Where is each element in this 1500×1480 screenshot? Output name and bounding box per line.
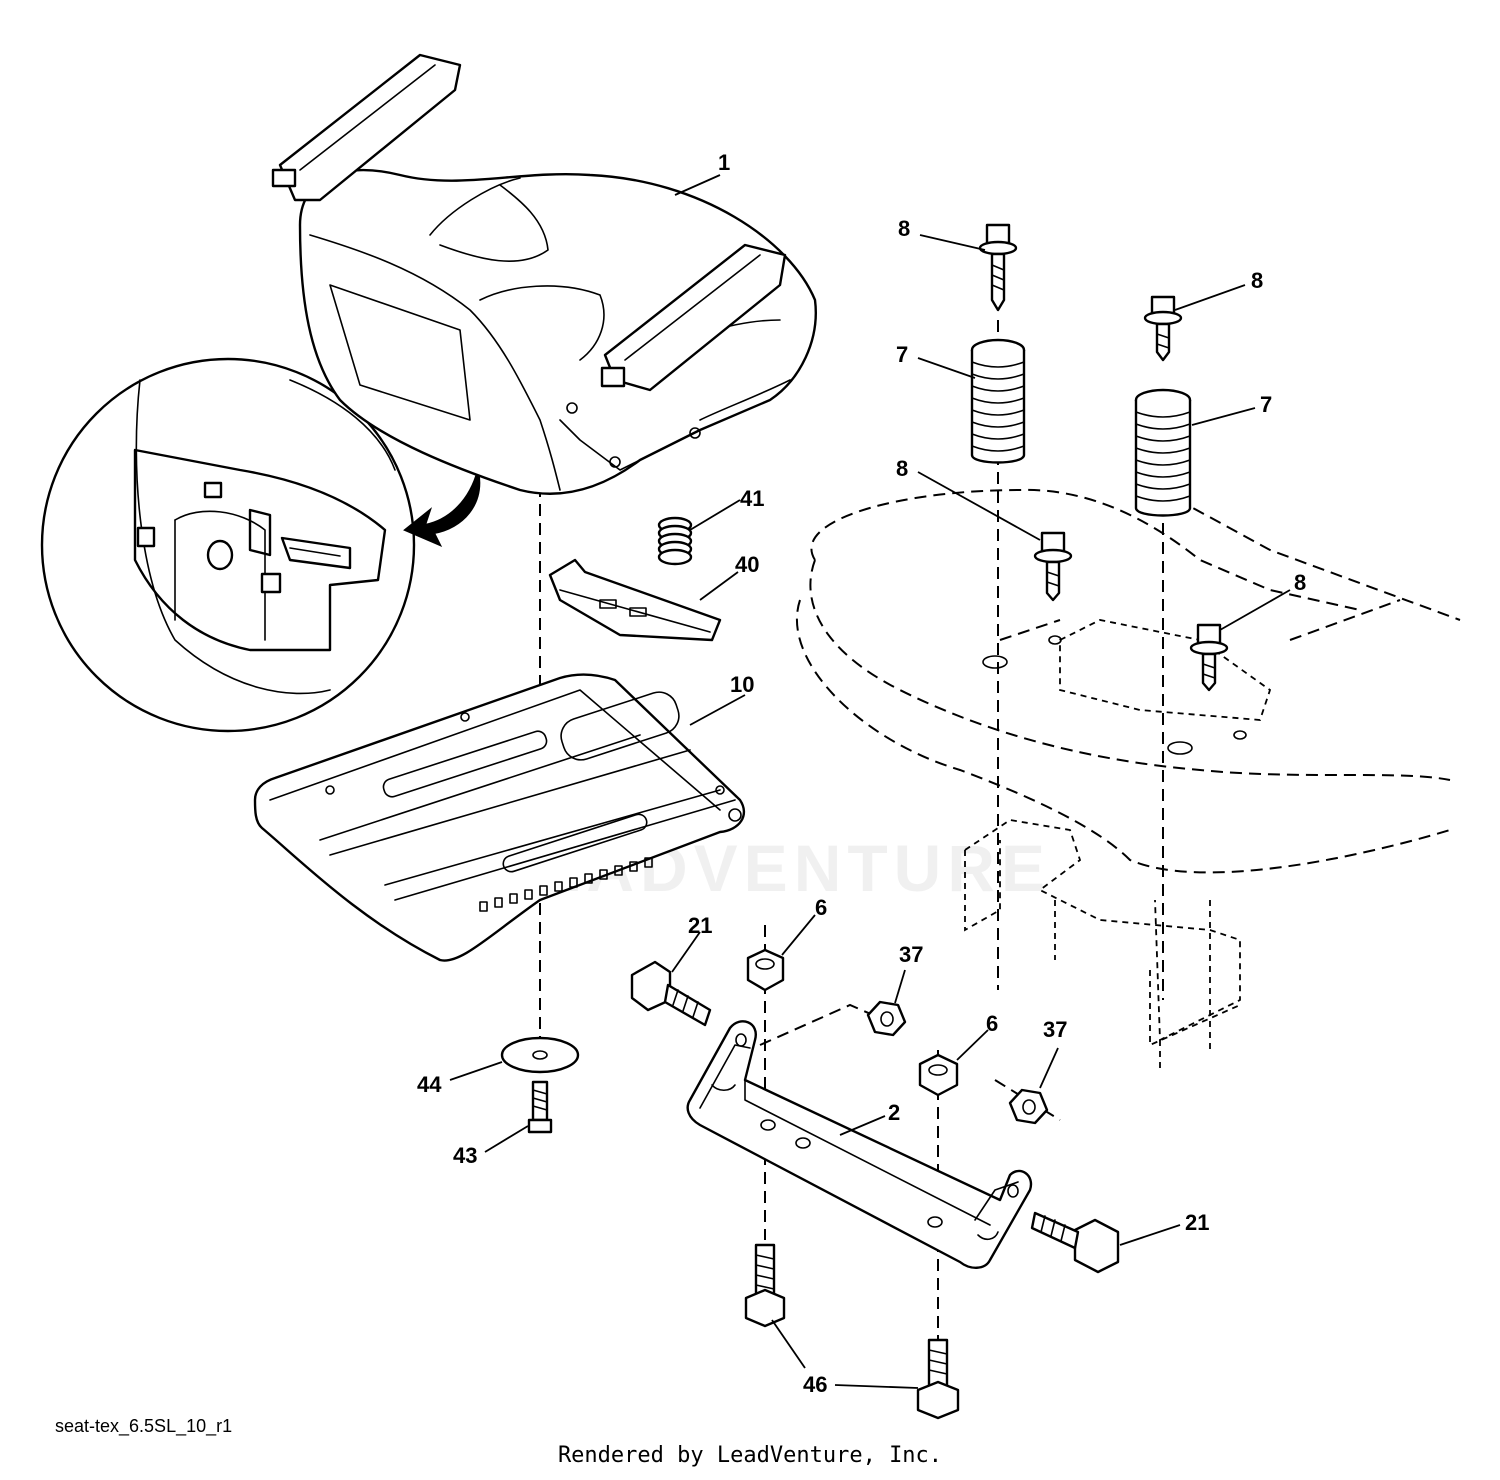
drawing-reference-code: seat-tex_6.5SL_10_r1	[55, 1416, 233, 1436]
spring-part-7b	[1134, 388, 1192, 517]
callout-screw-43: 43	[453, 1143, 477, 1168]
curved-arrow-icon	[403, 469, 481, 547]
bolt-part-21a	[630, 960, 712, 1027]
callout-nut-37a: 37	[899, 942, 923, 967]
bolt-part-46a	[744, 1243, 786, 1328]
bracket-part-2	[686, 1020, 1033, 1269]
bolt-part-46b	[916, 1338, 960, 1420]
bolt-part-21b	[1030, 1211, 1120, 1274]
callout-bolt-46: 46	[803, 1372, 827, 1397]
callout-nut-37b: 37	[1043, 1017, 1067, 1042]
bolt-part-8a	[978, 223, 1018, 312]
detail-inset	[40, 357, 481, 733]
callout-clip-40: 40	[735, 552, 759, 577]
callout-spring-41: 41	[740, 486, 764, 511]
nut-part-6b	[918, 1053, 959, 1097]
spring-part-7a	[970, 338, 1026, 464]
callout-bolt-8c: 8	[896, 456, 908, 481]
bolt-part-8c	[1033, 531, 1073, 602]
callout-bolt-21b: 21	[1185, 1210, 1209, 1235]
callout-pan-10: 10	[730, 672, 754, 697]
callout-bolt-21a: 21	[688, 913, 712, 938]
callout-labels: 1 8 8 7 7 8 8 41 40 10 21 6 37 6 37 44 4…	[417, 150, 1306, 1397]
bolt-part-8d	[1189, 623, 1229, 692]
callout-bolt-8b: 8	[1251, 268, 1263, 293]
bolt-part-8b	[1143, 295, 1183, 362]
leader-lines	[449, 174, 1291, 1389]
seat-part-1	[271, 53, 817, 495]
callout-nut-6b: 6	[986, 1011, 998, 1036]
callout-spring-7a: 7	[896, 342, 908, 367]
render-credit: Rendered by LeadVenture, Inc.	[557, 1443, 943, 1468]
washer-part-44	[500, 1036, 580, 1074]
spring-part-41	[657, 516, 693, 566]
nut-part-37b	[1008, 1088, 1049, 1125]
callout-washer-44: 44	[417, 1072, 442, 1097]
callout-bolt-8d: 8	[1294, 570, 1306, 595]
nut-part-6a	[746, 948, 785, 992]
callout-bolt-8a: 8	[898, 216, 910, 241]
pan-slots	[479, 857, 653, 912]
callout-spring-7b: 7	[1260, 392, 1272, 417]
callout-bracket-2: 2	[888, 1100, 900, 1125]
callout-nut-6a: 6	[815, 895, 827, 920]
frame-outline	[795, 488, 1461, 1070]
nut-part-37a	[866, 1000, 907, 1037]
screw-part-43	[527, 1080, 553, 1134]
clip-part-40	[548, 558, 722, 642]
callout-seat: 1	[718, 150, 730, 175]
seat-pan-part-10	[253, 673, 746, 962]
